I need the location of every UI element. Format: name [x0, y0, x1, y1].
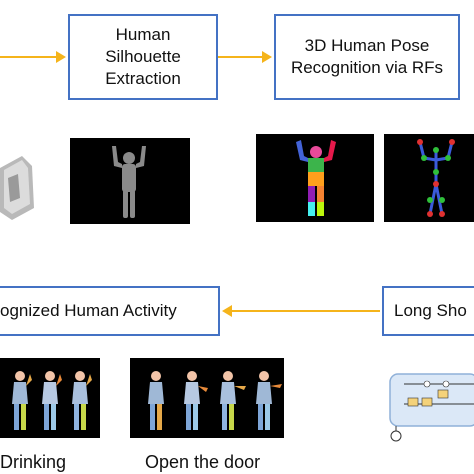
lstm-cell-diagram	[382, 370, 474, 444]
pose-recognition-label: 3D Human Pose Recognition via RFs	[290, 36, 444, 77]
recognized-activity-box: ognized Human Activity	[0, 286, 220, 336]
long-short-term-memory-box: Long Sho	[382, 286, 474, 336]
arrow-head	[56, 51, 66, 63]
arrow-head	[222, 305, 232, 317]
recognized-activity-label: ognized Human Activity	[0, 301, 177, 320]
silhouette-image-panel	[70, 138, 190, 224]
silhouette-extraction-box: Human Silhouette Extraction	[68, 14, 218, 100]
long-short-term-memory-label: Long Sho	[394, 301, 467, 320]
body-parts-image-panel	[256, 134, 374, 222]
arrow-head	[262, 51, 272, 63]
arrow-silhouette-to-pose	[218, 56, 262, 58]
silhouette-extraction-label: Human Silhouette Extraction	[105, 25, 181, 88]
skeleton-image-panel	[384, 134, 474, 222]
drinking-caption: Drinking	[0, 452, 67, 472]
arrow-left-to-silhouette	[0, 56, 56, 58]
arrow-lstm-to-activity	[232, 310, 380, 312]
depth-image-panel	[0, 148, 34, 222]
open-door-caption: Open the door	[145, 452, 261, 472]
drinking-frames-panel	[0, 358, 100, 438]
open-door-frames-panel	[130, 358, 284, 438]
pose-recognition-box: 3D Human Pose Recognition via RFs	[274, 14, 460, 100]
